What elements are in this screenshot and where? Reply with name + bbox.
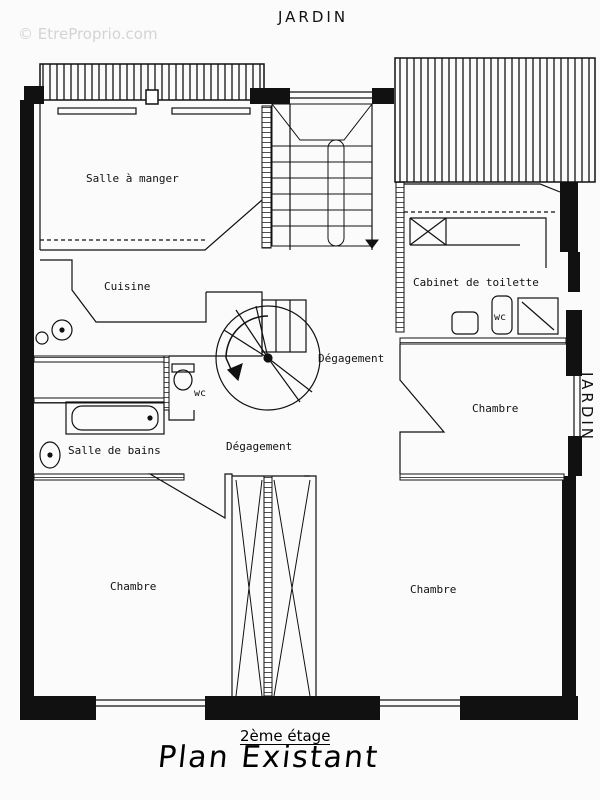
interior-walls: [33, 105, 567, 697]
watermark: © EtreProprio.com: [18, 25, 158, 43]
balcony-right: [394, 57, 596, 183]
room-label-chambre-left: Chambre: [110, 580, 157, 593]
toilet-left: [171, 363, 195, 391]
floor-label: 2ème étage: [240, 727, 331, 745]
exterior-walls: [20, 86, 582, 720]
garden-label-right: JARDIN: [578, 371, 597, 443]
room-label-cabinet-toilette: Cabinet de toilette: [413, 276, 539, 289]
room-label-degagement-upper: Dégagement: [318, 352, 385, 365]
room-label-chambre-right: Chambre: [410, 583, 457, 596]
balcony-doors: [145, 89, 159, 105]
spiral-staircase: [215, 299, 321, 411]
bathtub: [65, 401, 165, 435]
room-label-wc-right: wc: [494, 312, 507, 323]
cabinet-fixtures: [409, 217, 559, 335]
garden-label-top: JARDIN: [278, 8, 349, 26]
room-label-chambre-right-mid: Chambre: [472, 402, 519, 415]
room-label-wc-left: wc: [194, 388, 207, 399]
sink-kitchen: [35, 319, 73, 345]
room-label-salle-a-manger: Salle à manger: [86, 172, 179, 185]
room-label-degagement-lower: Dégagement: [226, 440, 293, 453]
plan-title: Plan Existant: [156, 740, 381, 775]
windows: [57, 91, 581, 707]
room-label-salle-de-bains: Salle de bains: [68, 444, 161, 457]
corridor-beam: [235, 479, 311, 697]
room-label-cuisine: Cuisine: [104, 280, 151, 293]
main-staircase: [271, 103, 379, 249]
sink-bath: [39, 441, 61, 469]
